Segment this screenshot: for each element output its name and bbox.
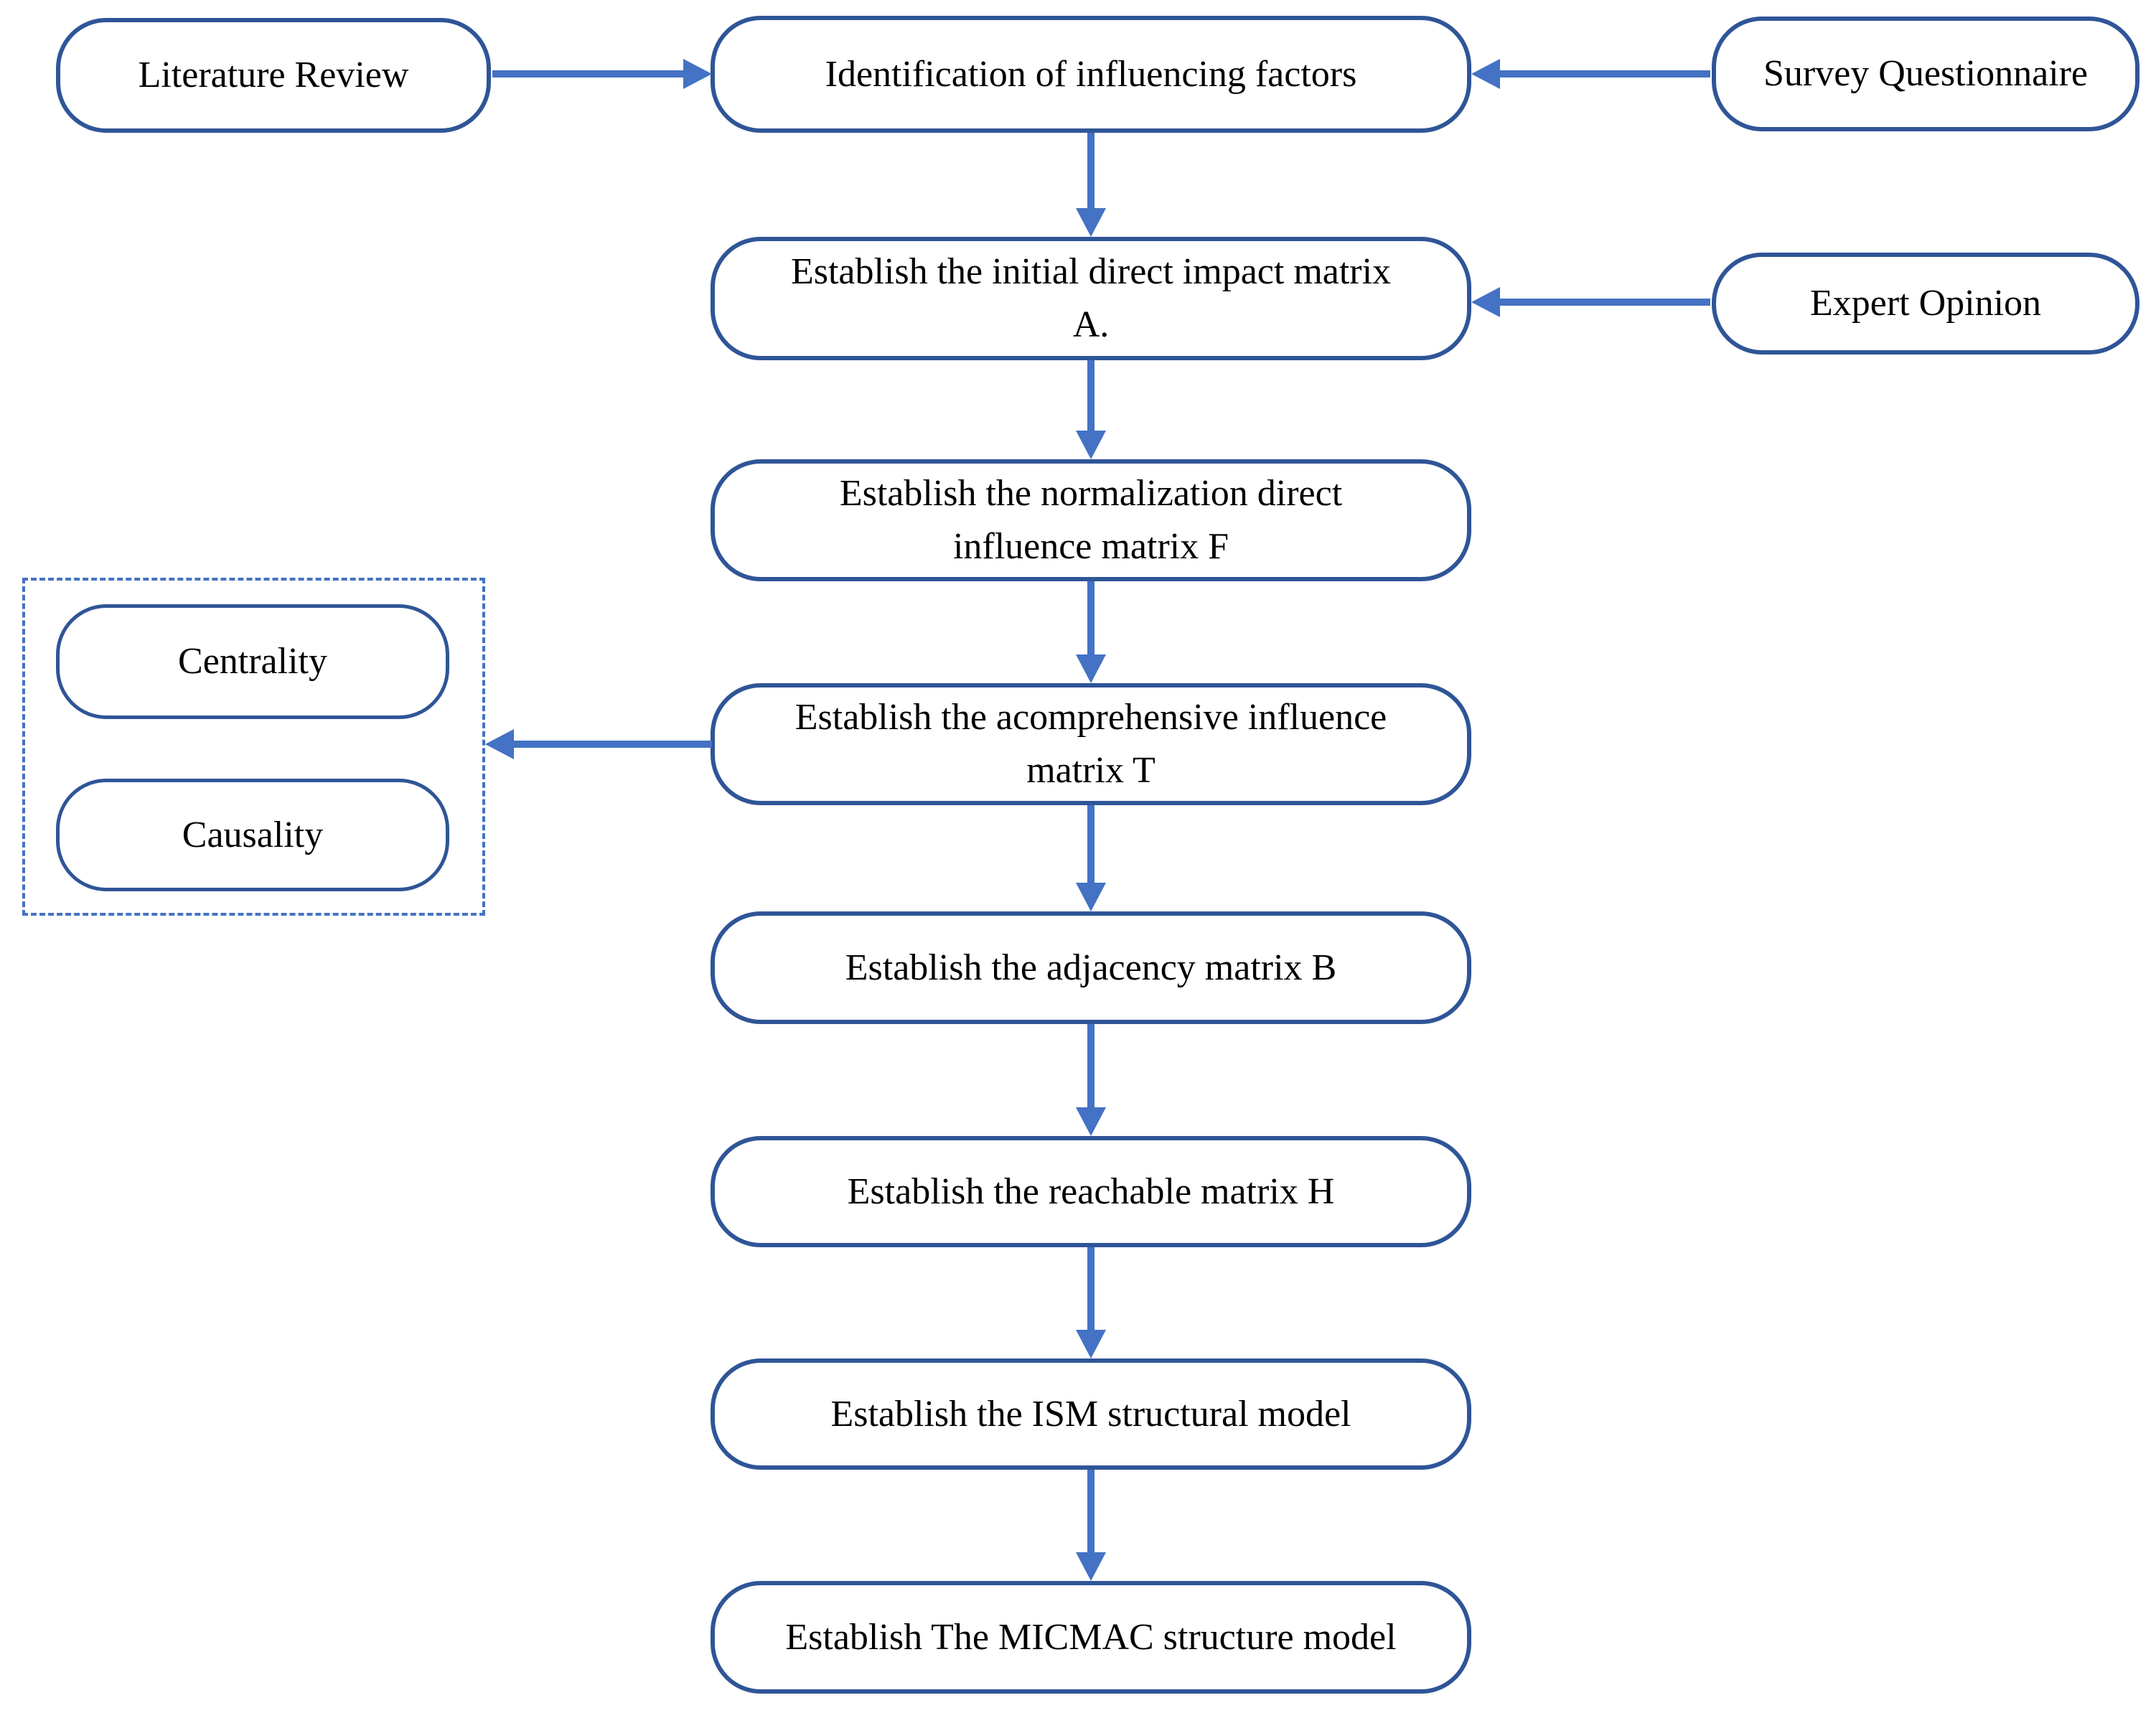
arrow-head-right-icon [683, 59, 712, 89]
node-matrix-f: Establish the normalization direct influ… [711, 459, 1471, 581]
node-matrix-t-label: Establish the acomprehensive influence m… [795, 697, 1387, 791]
node-matrix-h-label: Establish the reachable matrix H [847, 1170, 1335, 1212]
arrow-head-down-icon [1076, 208, 1106, 237]
arrow-head-down-icon [1076, 654, 1106, 683]
node-ism-label: Establish the ISM structural model [830, 1393, 1351, 1435]
node-matrix-b: Establish the adjacency matrix B [711, 911, 1471, 1024]
node-matrix-a: Establish the initial direct impact matr… [711, 237, 1471, 360]
node-survey-questionnaire-label: Survey Questionnaire [1763, 53, 2088, 95]
node-matrix-b-label: Establish the adjacency matrix B [845, 947, 1337, 988]
arrow-head-left-icon [1471, 287, 1500, 317]
node-causality-label: Causality [182, 814, 324, 855]
node-matrix-h: Establish the reachable matrix H [711, 1136, 1471, 1247]
dematel-results-group-box [22, 578, 485, 916]
arrow-shaft [1087, 1024, 1095, 1109]
arrow-head-down-icon [1076, 1330, 1106, 1358]
node-expert-opinion: Expert Opinion [1712, 253, 2139, 355]
arrow-head-left-icon [485, 729, 514, 759]
arrow-shaft [512, 741, 712, 748]
arrow-head-down-icon [1076, 883, 1106, 911]
arrow-shaft [1087, 581, 1095, 656]
node-literature-review-label: Literature Review [138, 55, 409, 96]
node-micmac: Establish The MICMAC structure model [711, 1581, 1471, 1694]
node-centrality: Centrality [56, 604, 449, 719]
arrow-shaft [1087, 805, 1095, 884]
node-causality: Causality [56, 779, 449, 891]
node-expert-opinion-label: Expert Opinion [1809, 283, 2042, 324]
node-matrix-t: Establish the acomprehensive influence m… [711, 683, 1471, 805]
arrow-shaft [1087, 1247, 1095, 1331]
arrow-shaft [1087, 1470, 1095, 1554]
node-identification-label: Identification of influencing factors [825, 53, 1357, 95]
node-ism: Establish the ISM structural model [711, 1358, 1471, 1470]
node-identification: Identification of influencing factors [711, 16, 1471, 133]
arrow-head-left-icon [1471, 59, 1500, 89]
arrow-head-down-icon [1076, 431, 1106, 459]
node-literature-review: Literature Review [56, 18, 491, 133]
arrow-shaft [1499, 70, 1710, 78]
node-matrix-a-label: Establish the initial direct impact matr… [790, 251, 1392, 345]
arrow-shaft [1087, 360, 1095, 432]
arrow-head-down-icon [1076, 1552, 1106, 1581]
node-matrix-f-label: Establish the normalization direct influ… [839, 473, 1343, 567]
arrow-shaft [1087, 133, 1095, 210]
arrow-shaft [1499, 299, 1710, 306]
arrow-head-down-icon [1076, 1107, 1106, 1136]
node-survey-questionnaire: Survey Questionnaire [1712, 17, 2139, 131]
node-micmac-label: Establish The MICMAC structure model [785, 1616, 1397, 1658]
node-centrality-label: Centrality [178, 641, 327, 682]
arrow-shaft [492, 70, 686, 78]
